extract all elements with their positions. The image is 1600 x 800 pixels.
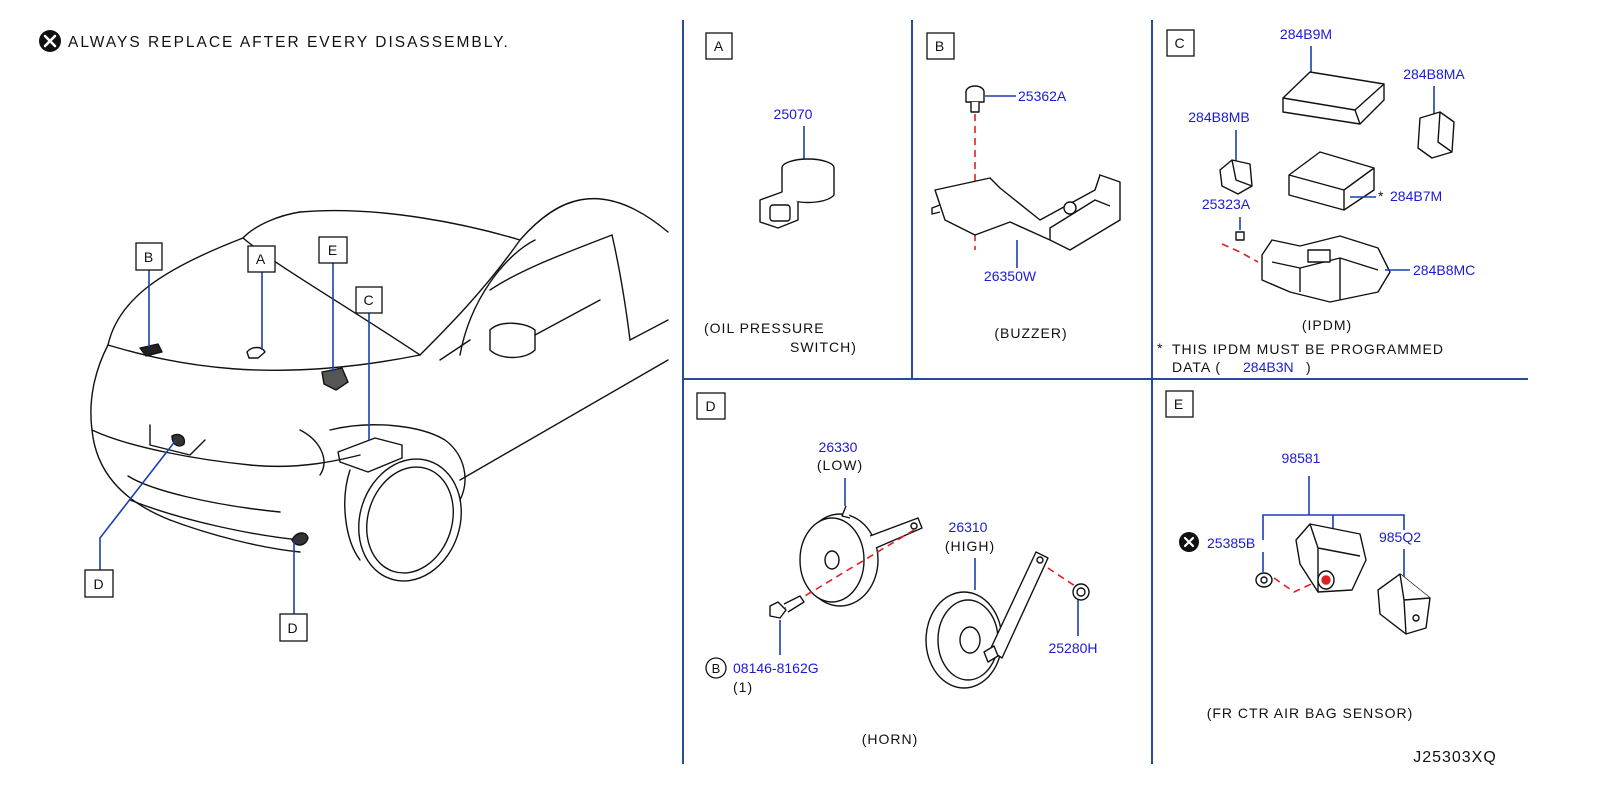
panel-d-caption: (HORN) — [862, 731, 919, 747]
bolt-25323a-part — [1235, 231, 1245, 241]
note-star: * — [1157, 340, 1163, 356]
diagram-code: J25303XQ — [1413, 749, 1497, 766]
bolt-25385b-part — [1255, 572, 1273, 588]
panel-e-letter: E — [1174, 396, 1184, 412]
buzzer-26350w-part — [931, 174, 1121, 251]
panel-e: E 98581 25385B 985Q2 (FR CTR — [1165, 390, 1431, 721]
horn-high-26310-part — [925, 551, 1049, 689]
part-number-25070: 25070 — [774, 106, 813, 122]
bracket-284b8ma-part — [1417, 111, 1455, 159]
ipdm-housing-284b8mc-part — [1261, 235, 1391, 303]
part-number-26310: 26310 — [949, 519, 988, 535]
part-number-25280h: 25280H — [1048, 640, 1097, 656]
part-number-25362a: 25362A — [1018, 88, 1067, 104]
bolt-25362a-part — [965, 85, 985, 113]
panel-d: D 26330 (LOW) 26310 (HIGH) 25 — [696, 392, 1098, 747]
svg-text:D: D — [287, 620, 298, 636]
part-number-25323a: 25323A — [1202, 196, 1251, 212]
svg-text:A: A — [256, 251, 266, 267]
panel-a-letter: A — [714, 38, 724, 54]
high-label: (HIGH) — [945, 538, 995, 554]
vehicle-front-illustration — [90, 197, 669, 582]
panel-c-letter: C — [1174, 35, 1185, 51]
svg-text:E: E — [328, 242, 338, 258]
ipdm-note-line1: THIS IPDM MUST BE PROGRAMMED — [1172, 341, 1444, 357]
low-label: (LOW) — [817, 457, 863, 473]
callout-d-right[interactable]: D — [279, 613, 308, 642]
panel-e-caption: (FR CTR AIR BAG SENSOR) — [1207, 705, 1414, 721]
panel-a: A 25070 (OIL PRESSURE SWITCH) — [704, 32, 857, 355]
part-number-98581: 98581 — [1282, 450, 1321, 466]
panel-c: C 284B9M 284B8MA 284B8MB * 284B7M 25323A — [1157, 26, 1475, 375]
svg-text:B: B — [144, 249, 154, 265]
ipdm-note-code: 284B3N — [1243, 359, 1294, 375]
oil-pressure-switch-part — [759, 158, 835, 229]
callout-b[interactable]: B — [135, 242, 163, 271]
part-number-284b8mb: 284B8MB — [1188, 109, 1249, 125]
bolt-b-symbol-icon — [705, 657, 727, 679]
part-star-marker: * — [1378, 188, 1384, 204]
part-number-284b8ma: 284B8MA — [1403, 66, 1465, 82]
bolt-08146-part — [769, 595, 805, 619]
panel-b-letter: B — [935, 38, 945, 54]
part-number-284b9m: 284B9M — [1280, 26, 1332, 42]
svg-text:C: C — [363, 292, 374, 308]
part-number-284b8mc: 284B8MC — [1413, 262, 1475, 278]
air-bag-sensor-98581-part — [1295, 523, 1367, 593]
ipdm-module-part — [1282, 71, 1385, 125]
bracket-985q2-part — [1377, 573, 1431, 635]
car-leader-lines — [99, 263, 370, 614]
callout-e[interactable]: E — [318, 236, 348, 264]
panel-b-caption: (BUZZER) — [994, 325, 1067, 341]
panel-a-caption-line2: SWITCH) — [790, 339, 857, 355]
part-number-26350w: 26350W — [984, 268, 1037, 284]
part-number-26330: 26330 — [819, 439, 858, 455]
notice-text: ALWAYS REPLACE AFTER EVERY DISASSEMBLY. — [68, 34, 510, 51]
ipdm-note-line2-prefix: DATA ( — [1172, 359, 1221, 375]
horn-low-26330-part — [799, 505, 923, 607]
control-unit-284b7m-part — [1288, 151, 1375, 211]
panel-d-letter: D — [705, 398, 716, 414]
svg-text:D: D — [93, 576, 104, 592]
callout-c[interactable]: C — [355, 286, 383, 314]
callout-d-left[interactable]: D — [84, 569, 114, 598]
part-number-284b7m: 284B7M — [1390, 188, 1442, 204]
panel-frame — [682, 20, 1528, 764]
bolt-quantity: (1) — [733, 679, 753, 695]
ipdm-note-line2-suffix: ) — [1306, 359, 1312, 375]
part-number-985q2: 985Q2 — [1379, 529, 1421, 545]
panel-b: B 25362A 26350W (BUZZER) — [926, 32, 1121, 341]
panel-c-caption: (IPDM) — [1302, 317, 1352, 333]
bolt-b-symbol: B — [712, 661, 721, 676]
panel-a-caption-line1: (OIL PRESSURE — [704, 320, 825, 336]
part-number-08146-8162g: 08146-8162G — [733, 660, 819, 676]
bracket-284b8mb-part — [1219, 159, 1253, 195]
callout-a[interactable]: A — [247, 245, 276, 273]
notice: ALWAYS REPLACE AFTER EVERY DISASSEMBLY. — [39, 30, 510, 52]
part-number-25385b: 25385B — [1207, 535, 1255, 551]
nut-25280h-part — [1072, 583, 1090, 601]
